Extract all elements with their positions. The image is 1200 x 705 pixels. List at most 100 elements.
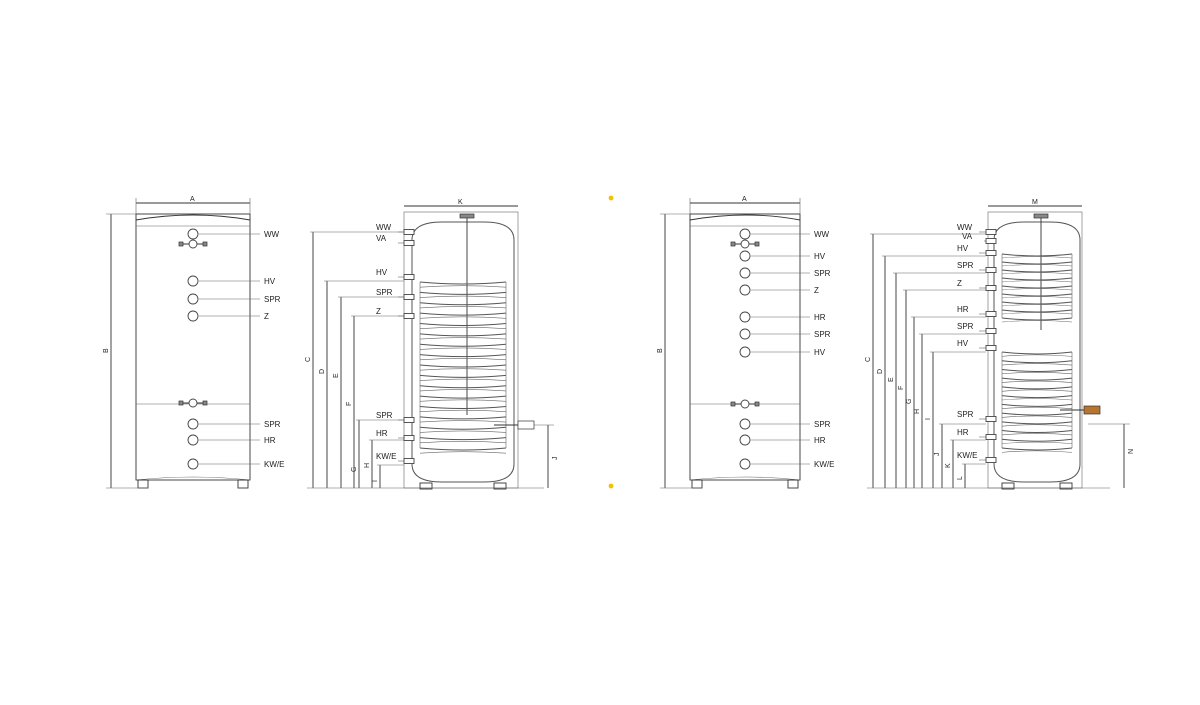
front-port-label: SPR xyxy=(814,330,831,339)
side-coil-turn-back xyxy=(419,285,507,288)
side-coil-turn-back xyxy=(1001,280,1073,283)
front-port-circle xyxy=(739,346,751,358)
side-coil-turn-back xyxy=(419,399,507,402)
side-coil-turn-back xyxy=(419,389,507,392)
front-port-bolt xyxy=(730,241,736,247)
side-coil-turn xyxy=(1001,395,1073,399)
side-coil-turn xyxy=(1001,360,1073,364)
side-foot-right xyxy=(1059,482,1073,490)
side-coil-turn-back xyxy=(419,347,507,350)
side-port-stub xyxy=(985,416,997,422)
side-port-stub xyxy=(403,240,415,246)
side-coil-turn-back xyxy=(1001,380,1073,383)
side-coil-turn xyxy=(1001,261,1073,265)
side-coil-turn-back xyxy=(419,316,507,319)
side-coil-turn xyxy=(419,374,507,378)
front-port-label: Z xyxy=(264,312,269,321)
front-port-label: SPR xyxy=(814,269,831,278)
side-coil-turn-back xyxy=(419,306,507,309)
side-coil-turn xyxy=(1001,351,1073,355)
front-port-circle xyxy=(739,434,751,446)
front-port-bolt xyxy=(178,400,184,406)
front-port-label: SPR xyxy=(264,295,281,304)
side-coil-turn xyxy=(1001,317,1073,321)
side-port-label: HR xyxy=(957,305,969,314)
dim-label-width: A xyxy=(742,196,747,203)
side-dim-label: D xyxy=(319,369,326,374)
side-coil-turn xyxy=(419,426,507,430)
side-dim-label: H xyxy=(364,463,371,468)
side-coil-turn-back xyxy=(1001,272,1073,275)
side-port-label: HR xyxy=(957,428,969,437)
side-coil-turn-back xyxy=(1001,304,1073,307)
side-dim-width-label: K xyxy=(458,199,463,206)
front-foot-left xyxy=(137,479,149,489)
side-port-stub xyxy=(985,434,997,440)
front-port-circle xyxy=(740,239,750,249)
side-coil-turn xyxy=(1001,309,1073,313)
side-dim-label: J xyxy=(934,453,941,457)
side-coil-turn-back xyxy=(419,430,507,433)
front-body-outline xyxy=(689,213,801,481)
side-port-stub xyxy=(403,294,415,300)
front-port-circle xyxy=(188,239,198,249)
side-coil-turn-back xyxy=(419,358,507,361)
side-coil-turn xyxy=(1001,269,1073,273)
side-port-label: KW/E xyxy=(957,451,977,460)
side-coil-turn xyxy=(419,406,507,409)
front-port-circle xyxy=(739,328,751,340)
side-port-stub xyxy=(403,417,415,423)
side-foot-left xyxy=(419,482,433,490)
side-coil-turn xyxy=(419,354,507,358)
side-coil-turn xyxy=(419,437,507,441)
front-port-label: WW xyxy=(264,230,280,239)
side-coil-turn xyxy=(419,385,507,389)
side-coil-turn-back xyxy=(419,441,507,444)
side-dim-width-label: M xyxy=(1032,199,1038,206)
front-port-circle xyxy=(739,418,751,430)
side-coil-turn-back xyxy=(1001,288,1073,291)
side-coil-turn xyxy=(419,333,507,337)
side-port-label: Z xyxy=(957,279,962,288)
side-right-dim-label: J xyxy=(552,457,559,461)
front-top-arc xyxy=(689,214,801,221)
front-port-circle xyxy=(187,228,199,240)
front-port-circle xyxy=(187,434,199,446)
side-dim-label: I xyxy=(925,418,932,420)
side-port-label: HV xyxy=(376,268,388,277)
front-bottom-arc xyxy=(135,476,251,481)
side-dim-label: E xyxy=(888,377,895,382)
side-coil-turn xyxy=(1001,293,1073,297)
front-foot-right xyxy=(237,479,249,489)
side-port-stub xyxy=(985,285,997,291)
side-port-label: VA xyxy=(962,232,973,241)
front-port-label: KW/E xyxy=(264,460,284,469)
side-sensor-pocket xyxy=(1083,405,1101,415)
side-coil-turn-back xyxy=(1001,441,1073,444)
side-coil-turn xyxy=(1001,386,1073,390)
side-coil-turn xyxy=(419,302,507,306)
front-port-circle xyxy=(739,250,751,262)
front-top-arc xyxy=(135,214,251,221)
side-coil-turn xyxy=(1001,301,1073,305)
side-coil-turn-back xyxy=(1001,320,1073,323)
side-coil-turn-back xyxy=(1001,415,1073,418)
front-port-circle xyxy=(739,311,751,323)
side-foot-left xyxy=(1001,482,1015,490)
side-dim-label: F xyxy=(898,386,905,390)
side-coil-turn-back xyxy=(1001,312,1073,315)
side-dim-label: I xyxy=(372,480,379,482)
side-coil-turn xyxy=(419,364,507,368)
front-bottom-arc xyxy=(689,476,801,481)
front-port-label: SPR xyxy=(814,420,831,429)
side-sensor-pocket xyxy=(517,420,535,430)
front-port-label: HR xyxy=(814,313,826,322)
front-port-circle xyxy=(187,293,199,305)
side-dim-label: K xyxy=(945,463,952,468)
side-port-label: SPR xyxy=(957,322,974,331)
side-right-dim-label: N xyxy=(1128,449,1135,454)
side-port-stub xyxy=(985,238,997,244)
